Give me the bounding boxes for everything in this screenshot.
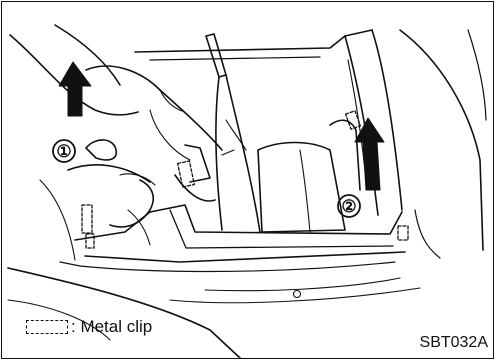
legend: : Metal clip	[26, 317, 152, 337]
figure-code: SBT032A	[420, 334, 488, 352]
step-2-label: ②	[341, 197, 356, 216]
metal-clip-swatch-icon	[26, 320, 68, 334]
step-1-label: ①	[56, 142, 71, 161]
legend-label: : Metal clip	[71, 317, 152, 337]
